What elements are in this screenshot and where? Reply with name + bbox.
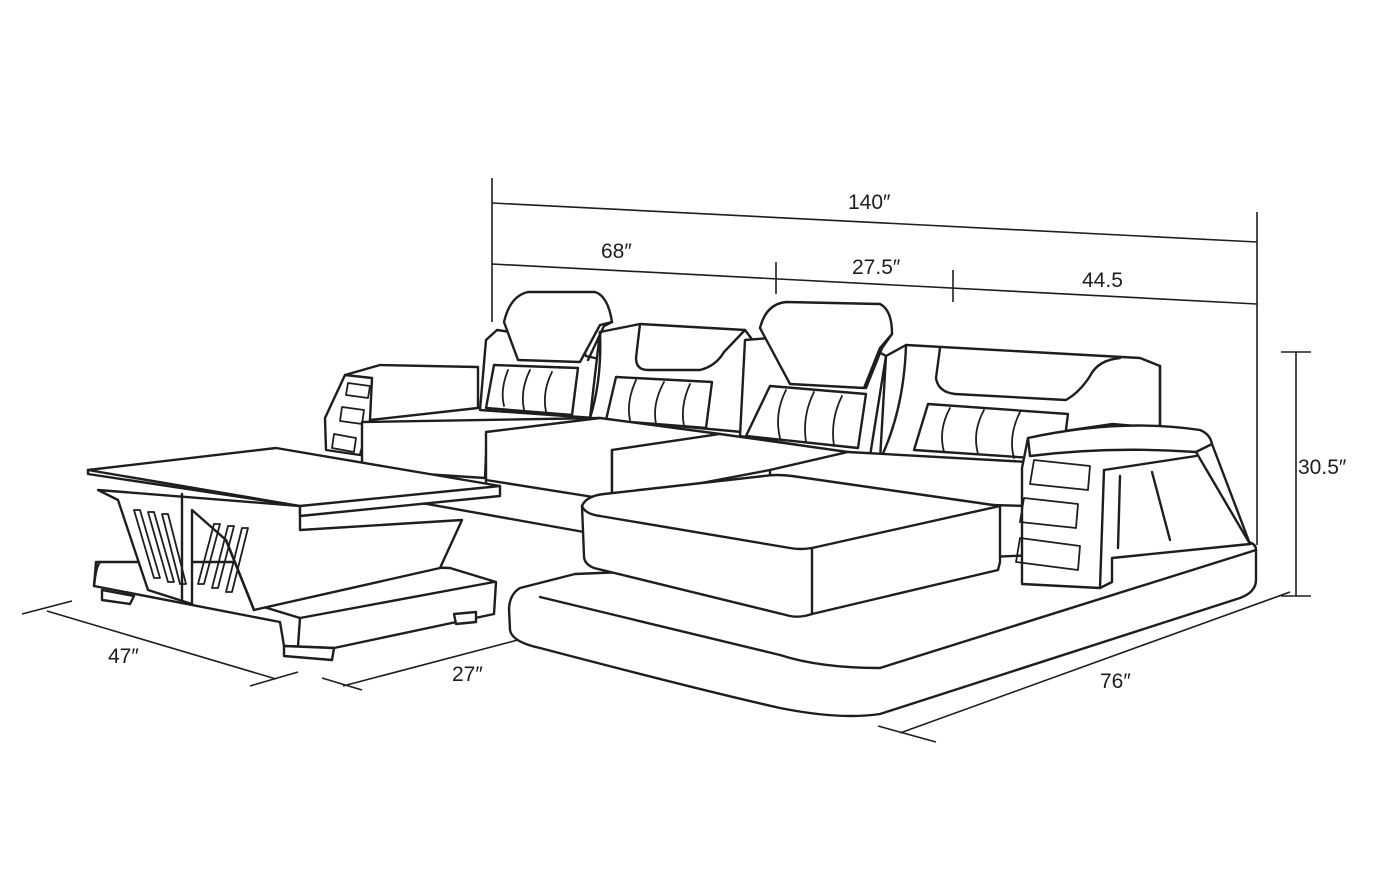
chaise-cushion (580, 473, 1002, 618)
headrest-left (502, 290, 614, 364)
pillow-1 (484, 363, 580, 417)
sectional-sofa (323, 290, 1258, 718)
table-foot-1 (100, 588, 136, 606)
coffee-table (86, 446, 502, 662)
label-table-depth: 47″ (108, 645, 139, 668)
dimension-labels: 140″ 68″ 27.5″ 44.5 30.5″ 47″ 27″ 76″ (108, 191, 1347, 693)
label-right-section: 44.5 (1082, 269, 1123, 292)
label-left-section: 68″ (601, 240, 632, 263)
label-total-width: 140″ (848, 191, 891, 214)
label-middle-section: 27.5″ (852, 256, 901, 279)
table-foot-3 (452, 610, 478, 626)
dimension-lines (21, 178, 1311, 743)
table-foot-2 (282, 644, 336, 662)
table-top (86, 446, 502, 518)
label-height: 30.5″ (1298, 456, 1347, 479)
label-seat-depth: 27″ (452, 663, 483, 686)
label-chaise-depth: 76″ (1100, 670, 1131, 693)
